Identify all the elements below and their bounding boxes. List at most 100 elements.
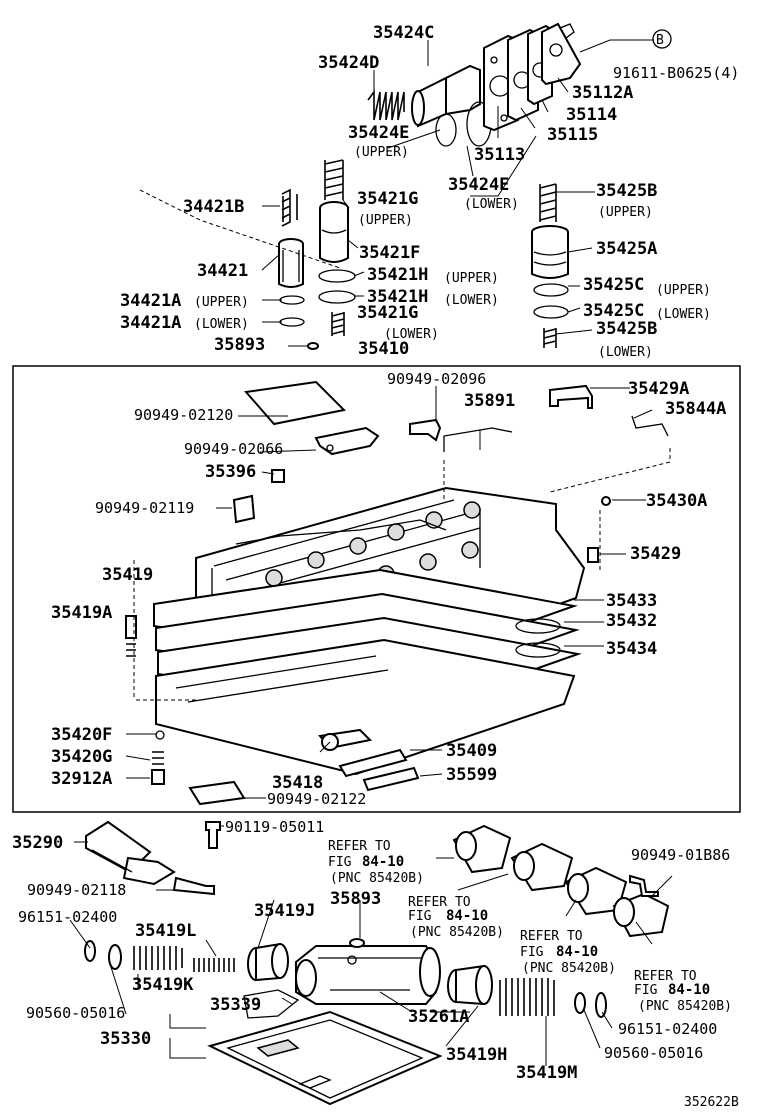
refer-note-4: REFER TO FIG 84-10 (PNC 85420B) (634, 969, 732, 1014)
refer-note-2-pnc: (PNC 85420B) (410, 925, 504, 940)
oring-35425C-upper (533, 283, 569, 297)
label-35424C: 35424C (373, 23, 434, 43)
label-35419J: 35419J (254, 901, 315, 921)
oring-34421A-lower (279, 317, 305, 327)
label-35432: 35432 (606, 611, 657, 631)
label-90949-02120: 90949-02120 (134, 406, 233, 424)
piston-34421 (278, 238, 304, 288)
refer-note-2-fig: FIG (408, 909, 432, 924)
label-90119-05011: 90119-05011 (225, 818, 324, 836)
plate-90949-02066 (314, 426, 380, 456)
label-96151-02400-right: 96151-02400 (618, 1020, 717, 1038)
valve-body-group-frame (12, 365, 741, 813)
refer-note-3: REFER TO FIG 84-10 (PNC 85420B) (520, 929, 616, 976)
label-34421: 34421 (197, 261, 248, 281)
label-35425C-upper: 35425C (583, 275, 644, 295)
marker-b-circle (652, 29, 672, 49)
label-35421H-lower-sub: (LOWER) (444, 293, 499, 308)
label-35419M: 35419M (516, 1063, 577, 1083)
piston-35421F (319, 201, 349, 263)
label-35261A: 35261A (408, 1007, 469, 1027)
clip-90949-02119 (232, 494, 256, 524)
clip-90949-02118 (172, 876, 215, 896)
label-35891: 35891 (464, 391, 515, 411)
marker-b: B (656, 33, 664, 48)
refer-note-4-pnc: (PNC 85420B) (638, 999, 732, 1014)
spring-35425B-lower (543, 328, 557, 348)
pipe-35844A (631, 415, 669, 437)
oring-34421A-upper (279, 295, 305, 305)
solenoid-35290 (85, 820, 176, 886)
label-35599: 35599 (446, 765, 497, 785)
label-90949-02066: 90949-02066 (184, 440, 283, 458)
label-34421A-lower-sub: (LOWER) (194, 317, 249, 332)
spring-35424D (367, 89, 405, 121)
label-90560-05016-right: 90560-05016 (604, 1044, 703, 1062)
label-35434: 35434 (606, 639, 657, 659)
label-91611: 91611-B0625(4) (613, 64, 739, 82)
label-35421F: 35421F (359, 243, 420, 263)
refer-note-2-figno: 84-10 (446, 908, 488, 924)
washer-90560-05016-left (108, 944, 122, 970)
label-35424D: 35424D (318, 53, 379, 73)
sleeve-35419J (247, 942, 289, 982)
label-34421A-upper-sub: (UPPER) (194, 295, 249, 310)
oring-35424E-upper (435, 113, 457, 147)
oring-35425C-lower (533, 305, 569, 319)
refer-note-3-line1: REFER TO (520, 929, 583, 944)
refer-note-1-figno: 84-10 (362, 854, 404, 870)
refer-note-3-fig: FIG (520, 945, 544, 960)
label-32912A: 32912A (51, 769, 112, 789)
spring-35425B-upper (539, 183, 557, 222)
solenoid-3 (564, 866, 628, 916)
sleeve-35419H (447, 964, 493, 1006)
refer-note-2: REFER TO FIG 84-10 (PNC 85420B) (408, 895, 504, 940)
label-35115: 35115 (547, 125, 598, 145)
ball-35430A (601, 496, 611, 506)
label-35290: 35290 (12, 833, 63, 853)
label-35112A: 35112A (572, 83, 633, 103)
spring-34421B (281, 188, 291, 227)
label-35419A: 35419A (51, 603, 112, 623)
label-35419: 35419 (102, 565, 153, 585)
ring-96151-02400-right (595, 992, 607, 1018)
pipe-35429A (549, 384, 593, 409)
label-35421H-lower: 35421H (367, 287, 428, 307)
spring-35419M (499, 978, 555, 1016)
piston-35424C (411, 64, 481, 128)
oring-35421H-lower (318, 290, 356, 304)
label-35425B-upper-sub: (UPPER) (598, 205, 653, 220)
label-35114: 35114 (566, 105, 617, 125)
label-90949-01B86: 90949-01B86 (631, 846, 730, 864)
ring-96151-02400-left (84, 940, 96, 962)
refer-note-4-figno: 84-10 (668, 982, 710, 998)
ball-35893-top (307, 342, 319, 350)
label-35418: 35418 (272, 773, 323, 793)
refer-note-1-line1: REFER TO (328, 839, 391, 854)
label-35430A: 35430A (646, 491, 707, 511)
label-35844A: 35844A (665, 399, 726, 419)
label-35421G-lower: 35421G (357, 303, 418, 323)
label-35419L: 35419L (135, 921, 196, 941)
label-34421A-upper: 34421A (120, 291, 181, 311)
label-35339: 35339 (210, 995, 261, 1015)
ball-35893-bottom (349, 938, 365, 948)
refer-note-4-fig: FIG (634, 983, 658, 998)
label-35330: 35330 (100, 1029, 151, 1049)
piston-35425A (531, 225, 569, 279)
label-35420F: 35420F (51, 725, 112, 745)
label-35433: 35433 (606, 591, 657, 611)
label-35419H: 35419H (446, 1045, 507, 1065)
label-35893-bottom: 35893 (330, 889, 381, 909)
label-90949-02119: 90949-02119 (95, 499, 194, 517)
refer-note-3-figno: 84-10 (556, 944, 598, 960)
plug-32912A (151, 769, 165, 785)
label-90949-02122: 90949-02122 (267, 790, 366, 808)
label-35410: 35410 (358, 339, 409, 359)
label-35429: 35429 (630, 544, 681, 564)
oring-35421H-upper (318, 269, 356, 283)
gasket-35339 (243, 989, 300, 1019)
ball-35420F (155, 730, 165, 740)
plate-35409 (338, 748, 408, 778)
